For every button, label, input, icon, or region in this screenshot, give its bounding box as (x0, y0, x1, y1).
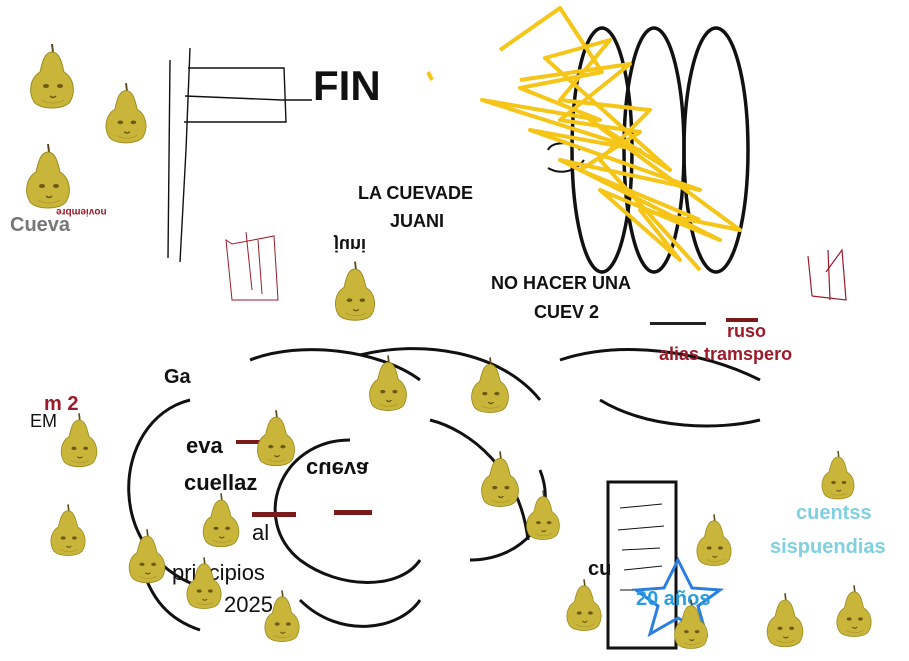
pear-face-sticker (186, 557, 222, 609)
pear-face-sticker (766, 593, 804, 648)
pear-face-sticker (526, 490, 560, 540)
pear-face-sticker (50, 504, 86, 556)
pear-face-sticker (60, 413, 98, 468)
blue-star (631, 556, 725, 638)
fragment-m: m 2 (44, 393, 79, 415)
pear-face-sticker (264, 590, 300, 642)
maroon-doodle-left (225, 231, 279, 301)
framed-box (606, 480, 678, 650)
pear-face-sticker (696, 514, 732, 566)
fragment-cuellaz: cuellaz (184, 470, 258, 495)
fragment-al: al (252, 520, 270, 545)
fragment-principios: principios (172, 560, 265, 585)
pear-face-sticker (26, 143, 70, 209)
fragment-cu: cu (588, 558, 612, 580)
fragment-em: EM (30, 411, 57, 431)
pear-face-sticker (836, 585, 872, 637)
pear-face-sticker (674, 599, 708, 649)
sispuendias-label: sispuendias (770, 536, 886, 558)
pear-face-sticker (30, 43, 74, 109)
pear-face-sticker (257, 410, 295, 467)
pear-face-sticker (481, 451, 519, 507)
yellow-scribble (426, 6, 742, 272)
pear-face-sticker (369, 355, 407, 411)
no-hacer-line1: NO HACER UNA (491, 273, 632, 293)
fragment-year: 2025 (224, 592, 273, 617)
fragment-eva: eva (186, 433, 223, 458)
ruso-label: ruso (727, 321, 767, 341)
alias-label: alias tramspero (659, 344, 793, 364)
cueva-title-line2: JUANI (390, 211, 445, 231)
cuentss-label: cuentss (796, 502, 872, 524)
cueva-title-line1: LA CUEVADE (358, 183, 474, 203)
pear-face-sticker (566, 579, 602, 631)
pear-face-sticker (128, 529, 166, 584)
flag-sketch (167, 47, 312, 263)
maroon-doodle-right (807, 248, 847, 301)
maroon-bars (236, 318, 758, 517)
pear-face-sticker (334, 261, 376, 321)
fragment-juni: juni (334, 235, 366, 255)
pear-face-sticker (821, 450, 855, 500)
cueva-left-label: Cueva (10, 214, 71, 236)
small-dark-bar (650, 322, 706, 325)
pear-face-sticker (202, 493, 240, 548)
ring-ellipses (570, 26, 750, 274)
pear-face-sticker (471, 357, 509, 413)
pear-face-sticker (105, 83, 147, 144)
no-hacer-line2: CUEV 2 (534, 302, 600, 322)
fragment-ga: Ga (164, 366, 191, 388)
fin-title: FIN (313, 62, 381, 109)
cueva-mirror-label: cueva (306, 457, 369, 482)
